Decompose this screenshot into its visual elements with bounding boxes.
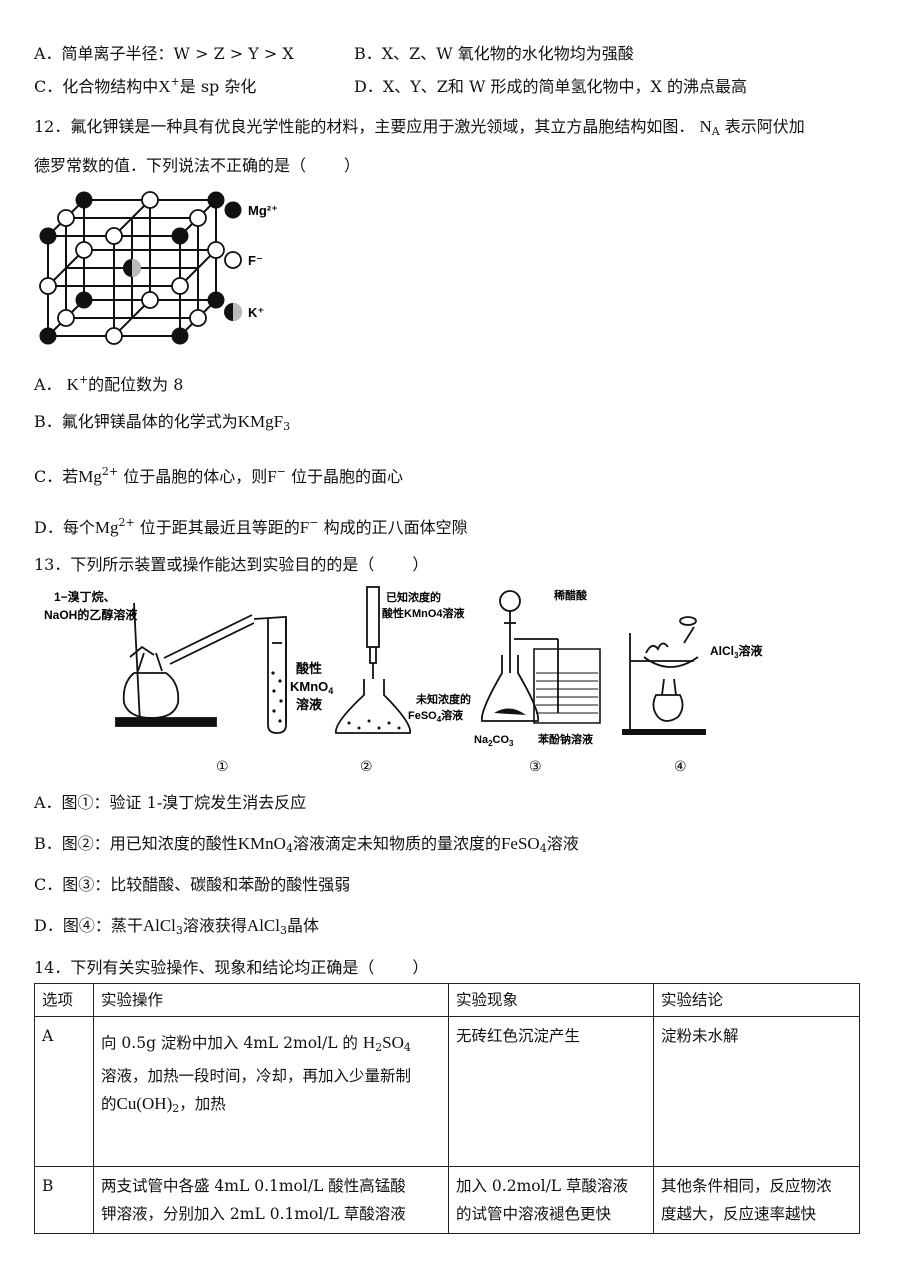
- table-header-cell: 实验现象: [448, 983, 654, 1017]
- q12-option-a: A． K+的配位数为 8: [34, 373, 184, 394]
- legend-f-icon: [224, 251, 242, 269]
- svg-text:FeSO4溶液: FeSO4溶液: [408, 708, 464, 724]
- q12-stem-line1: 12．氟化钾镁是一种具有优良光学性能的材料，主要应用于激光领域，其立方晶胞结构如…: [34, 117, 805, 138]
- apparatus-figure: 1−溴丁烷、 NaOH的乙醇溶液 酸性 KMnO4 溶液 ① 已知浓度的 酸性K…: [44, 586, 762, 774]
- svg-text:Na2CO3: Na2CO3: [474, 734, 514, 748]
- svg-text:稀醋酸: 稀醋酸: [554, 588, 588, 602]
- svg-text:酸性KMnO4溶液: 酸性KMnO4溶液: [382, 606, 465, 620]
- table-cell-phenomenon: 加入 0.2mol/L 草酸溶液 的试管中溶液褪色更快: [448, 1166, 654, 1234]
- svg-text:④: ④: [674, 758, 687, 774]
- table-header-cell: 实验操作: [93, 983, 449, 1017]
- table-row: A 向 0.5g 淀粉中加入 4mL 2mol/L 的 H2SO4 溶液，加热一…: [34, 1016, 860, 1167]
- q11-option-b: B．X、Z、W 氧化物的水化物均为强酸: [354, 44, 634, 63]
- svg-text:未知浓度的: 未知浓度的: [415, 692, 471, 706]
- q11-option-c: C．化合物结构中X+是 sp 杂化: [34, 75, 257, 96]
- svg-text:已知浓度的: 已知浓度的: [386, 590, 441, 604]
- svg-text:①: ①: [216, 758, 229, 774]
- q11-options-row1: A．简单离子半径：W > Z > Y > X B．X、Z、W 氧化物的水化物均为…: [34, 40, 864, 64]
- table-header-row: 选项 实验操作 实验现象 实验结论: [34, 983, 860, 1017]
- svg-text:③: ③: [529, 758, 542, 774]
- q13-option-a: A．图①：验证 1-溴丁烷发生消去反应: [34, 793, 307, 812]
- table-header-cell: 实验结论: [653, 983, 860, 1017]
- table-cell-operation: 向 0.5g 淀粉中加入 4mL 2mol/L 的 H2SO4 溶液，加热一段时…: [93, 1016, 449, 1167]
- q13-option-b: B．图②：用已知浓度的酸性KMnO4溶液滴定未知物质的量浓度的FeSO4溶液: [34, 834, 579, 855]
- table-cell-conclusion: 淀粉未水解: [653, 1016, 860, 1167]
- crystal-cell-figure: Mg²⁺ F⁻ K⁺: [39, 191, 278, 345]
- q11-option-a: A．简单离子半径：W > Z > Y > X: [34, 44, 294, 63]
- svg-text:1−溴丁烷、: 1−溴丁烷、: [54, 589, 116, 604]
- table-cell-conclusion: 其他条件相同，反应物浓 度越大，反应速率越快: [653, 1166, 860, 1234]
- table-row: B 两支试管中各盛 4mL 0.1mol/L 酸性高锰酸 钾溶液，分别加入 2m…: [34, 1166, 860, 1234]
- svg-text:KMnO4: KMnO4: [290, 679, 333, 696]
- table-cell-option: A: [34, 1016, 94, 1167]
- q11-options-row2: C．化合物结构中X+是 sp 杂化 D．X、Y、Z和 W 形成的简单氢化物中，X…: [34, 73, 864, 97]
- svg-text:AlCl3溶液: AlCl3溶液: [710, 643, 762, 660]
- svg-text:NaOH的乙醇溶液: NaOH的乙醇溶液: [44, 607, 137, 622]
- svg-text:酸性: 酸性: [296, 661, 322, 676]
- q13-stem: 13．下列所示装置或操作能达到实验目的的是（）: [34, 555, 429, 574]
- legend-k-label: K⁺: [248, 305, 264, 320]
- table-header-cell: 选项: [34, 983, 94, 1017]
- svg-text:苯酚钠溶液: 苯酚钠溶液: [537, 732, 594, 746]
- legend-mg-icon: [224, 201, 242, 219]
- q12-option-d: D．每个Mg2+ 位于距其最近且等距的F− 构成的正八面体空隙: [34, 516, 468, 537]
- legend-mg-label: Mg²⁺: [248, 203, 278, 218]
- q12-stem-line2: 德罗常数的值．下列说法不正确的是（）: [34, 156, 361, 175]
- q11-option-d: D．X、Y、Z和 W 形成的简单氢化物中，X 的沸点最高: [354, 77, 747, 96]
- table-cell-operation: 两支试管中各盛 4mL 0.1mol/L 酸性高锰酸 钾溶液，分别加入 2mL …: [93, 1166, 449, 1234]
- q12-option-c: C．若Mg2+ 位于晶胞的体心，则F− 位于晶胞的面心: [34, 465, 403, 486]
- q13-option-c: C．图③：比较醋酸、碳酸和苯酚的酸性强弱: [34, 875, 351, 894]
- legend-f-label: F⁻: [248, 253, 263, 268]
- experiment-table: 选项 实验操作 实验现象 实验结论 A 向 0.5g 淀粉中加入 4mL 2mo…: [34, 983, 860, 1234]
- svg-text:②: ②: [360, 758, 373, 774]
- svg-text:溶液: 溶液: [296, 697, 322, 712]
- q12-option-b: B．氟化钾镁晶体的化学式为KMgF3: [34, 412, 291, 433]
- q13-option-d: D．图④：蒸干AlCl3溶液获得AlCl3晶体: [34, 916, 319, 937]
- q14-stem: 14．下列有关实验操作、现象和结论均正确是（）: [34, 958, 429, 977]
- table-cell-option: B: [34, 1166, 94, 1234]
- table-cell-phenomenon: 无砖红色沉淀产生: [448, 1016, 654, 1167]
